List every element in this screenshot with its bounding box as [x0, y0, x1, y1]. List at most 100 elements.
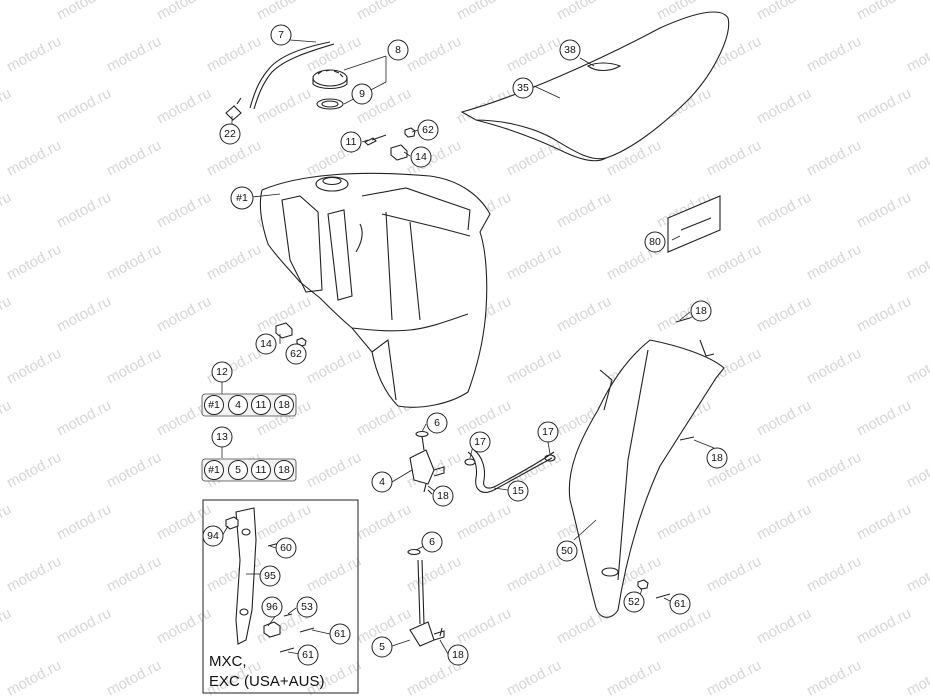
watermark-text: motod.ru: [904, 657, 930, 698]
watermark-text: motod.ru: [304, 553, 364, 596]
fuel-cap-drawing: [312, 69, 348, 87]
watermark-text: motod.ru: [304, 449, 364, 492]
watermark-text: motod.ru: [854, 0, 914, 24]
watermark-text: motod.ru: [754, 0, 814, 24]
watermark-text: motod.ru: [454, 501, 514, 544]
ktm-decal-logo: [680, 217, 712, 231]
fuel-tap-lower-outlet: [433, 630, 445, 641]
spacer-drawing-lower: [275, 322, 293, 339]
fuel-cap-side: [312, 78, 348, 90]
callout-12: 12: [211, 361, 233, 383]
callout-label: 53: [301, 601, 313, 613]
callout-60: 60: [275, 537, 297, 559]
fuel-tank-drawing: [259, 172, 491, 408]
watermark-text: motod.ru: [204, 345, 264, 388]
callout-label: 52: [628, 596, 640, 608]
side-panel-front-edge: [599, 369, 613, 411]
watermark-text: motod.ru: [754, 501, 814, 544]
rubber-bushing-drawing: [225, 516, 239, 530]
watermark-text: motod.ru: [504, 241, 564, 284]
callout-label: 61: [674, 598, 686, 610]
seat-drawing: [460, 11, 730, 160]
tank-top-ridge: [361, 187, 471, 231]
watermark-text: motod.ru: [254, 0, 314, 24]
watermark-text: motod.ru: [704, 657, 764, 698]
o-ring-drawing: [415, 430, 429, 438]
callout-label: 17: [474, 436, 486, 448]
watermark-text: motod.ru: [154, 605, 214, 648]
ktm-decal-drawing: [667, 195, 721, 253]
fuel-hose-drawing-edge: [253, 43, 335, 110]
watermark-text: motod.ru: [0, 501, 14, 544]
callout-label: 14: [415, 151, 427, 163]
fuel-tap-lower-screw: [439, 627, 443, 637]
watermark-text: motod.ru: [904, 449, 930, 492]
watermark-text: motod.ru: [504, 33, 564, 76]
watermark-text: motod.ru: [104, 449, 164, 492]
callout-label: 61: [302, 649, 314, 661]
o-ring-drawing-lower: [407, 548, 421, 556]
watermark-text: motod.ru: [104, 553, 164, 596]
callout-8: 8: [387, 39, 409, 61]
callout-label: 18: [437, 490, 449, 502]
inset-washer: [283, 613, 293, 617]
tank-center-recess: [327, 209, 353, 301]
watermark-text: motod.ru: [304, 33, 364, 76]
fuel-cap-ribs: [317, 69, 344, 78]
watermark-text: motod.ru: [104, 241, 164, 284]
watermark-text: motod.ru: [904, 33, 930, 76]
callout-label: 62: [422, 124, 434, 136]
callout-6-lower: 6: [421, 531, 443, 553]
kit-12-contents: #1 4 11 18: [201, 393, 297, 417]
kit-item: 18: [278, 399, 290, 411]
callout-18-tap: 18: [432, 485, 454, 507]
callout-label: 6: [429, 536, 435, 548]
tank-rib-lines: [385, 211, 421, 321]
watermark-text: motod.ru: [754, 293, 814, 336]
nut-drawing: [404, 127, 416, 138]
callout-4: 4: [371, 471, 393, 493]
watermark-text: motod.ru: [504, 657, 564, 698]
callout-5: 5: [371, 636, 393, 658]
watermark-text: motod.ru: [104, 345, 164, 388]
watermark-text: motod.ru: [854, 85, 914, 128]
fuel-tap-drawing: [409, 449, 435, 485]
watermark-text: motod.ru: [154, 0, 214, 24]
callout-label: 22: [224, 128, 236, 140]
watermark-text: motod.ru: [4, 137, 64, 180]
watermark-text: motod.ru: [204, 33, 264, 76]
watermark-text: motod.ru: [504, 345, 564, 388]
callout-7: 7: [270, 24, 292, 46]
watermark-text: motod.ru: [0, 605, 14, 648]
watermark-text: motod.ru: [0, 189, 14, 232]
watermark-text: motod.ru: [504, 553, 564, 596]
watermark-text: motod.ru: [54, 189, 114, 232]
callout-label: 60: [280, 542, 292, 554]
fuel-tap-stem: [421, 435, 425, 451]
watermark-text: motod.ru: [54, 85, 114, 128]
watermark-text: motod.ru: [554, 293, 614, 336]
watermark-text: motod.ru: [854, 293, 914, 336]
callout-61-inset-bottom: 61: [297, 644, 319, 666]
side-panel-drawing: [568, 339, 725, 618]
watermark-text: motod.ru: [404, 33, 464, 76]
callout-label: 9: [359, 88, 365, 100]
fuel-hose-drawing: [249, 41, 331, 109]
watermark-text: motod.ru: [254, 85, 314, 128]
kit-item: #1: [208, 399, 220, 411]
panel-screw-bottom: [655, 593, 671, 599]
callout-label: 14: [260, 338, 272, 350]
kit-item: #1: [208, 464, 220, 476]
variant-inset-frame: [202, 499, 359, 694]
fuel-tap-outlet: [433, 466, 445, 477]
watermark-text: motod.ru: [904, 553, 930, 596]
callout-label: 35: [517, 82, 529, 94]
watermark-text: motod.ru: [704, 137, 764, 180]
callout-17-left: 17: [469, 431, 491, 453]
watermark-text: motod.ru: [154, 293, 214, 336]
callout-94: 94: [202, 525, 224, 547]
heat-shield-drawing: [235, 507, 257, 645]
watermark-text: motod.ru: [0, 397, 14, 440]
